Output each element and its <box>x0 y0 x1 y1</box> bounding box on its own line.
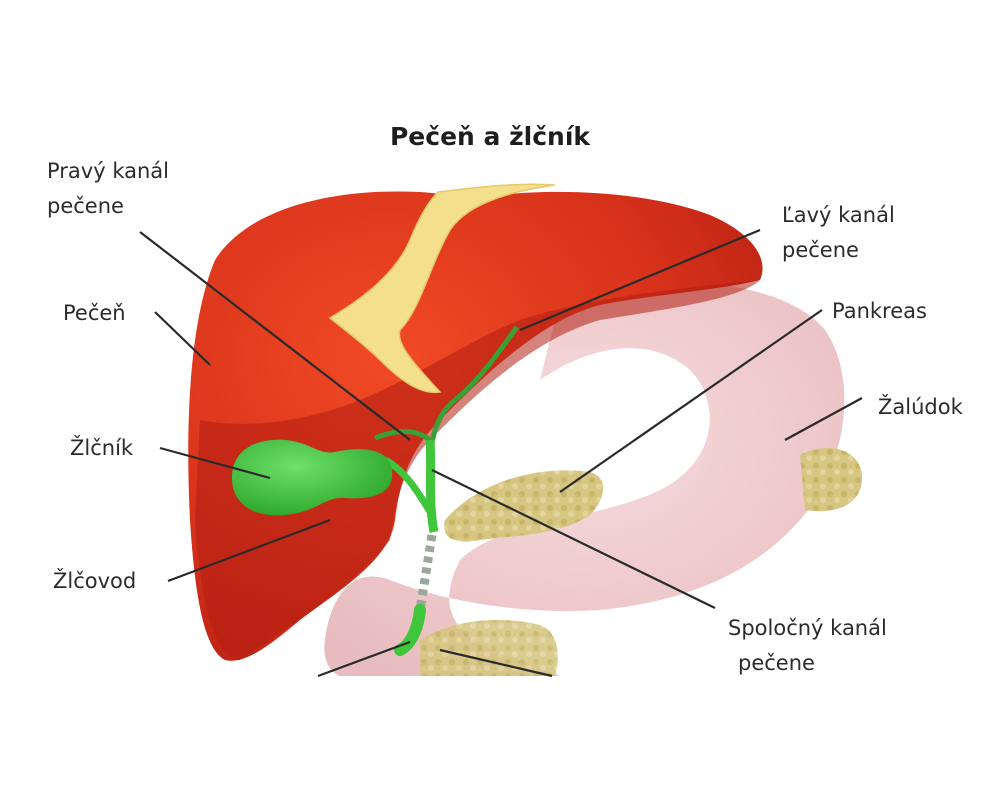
right-hepatic-duct-shape <box>374 429 432 443</box>
gallbladder-shape <box>232 439 393 516</box>
leader-bile-duct <box>167 518 331 583</box>
leader-stomach <box>784 397 863 441</box>
leader-liver <box>154 311 211 366</box>
label-common-hepatic-duct-2: pečene <box>738 651 815 675</box>
common-duct-shape <box>425 439 439 533</box>
label-stomach: Žalúdok <box>878 394 964 419</box>
cystic-duct-shape <box>383 456 436 517</box>
duodenum-shape <box>420 620 558 676</box>
label-liver: Pečeň <box>63 301 126 325</box>
leader-pancreas <box>559 309 823 493</box>
label-gallbladder: Žlčník <box>70 435 134 460</box>
bile-duct-hidden-shape <box>415 534 437 611</box>
leader-common-duct <box>431 469 716 609</box>
diagram-title: Pečeň a žlčník <box>390 122 591 151</box>
leader-left-hepatic-duct <box>519 228 761 332</box>
label-right-hepatic-duct-1: Pravý kanál <box>47 159 169 183</box>
leader-right-hepatic-duct <box>139 231 411 441</box>
label-right-hepatic-duct-2: pečene <box>47 194 124 218</box>
ligament-shape <box>328 183 556 394</box>
pancreas-tail-shape <box>800 448 862 512</box>
pancreas-shape <box>444 470 604 542</box>
leader-lower-left <box>317 640 411 678</box>
label-left-hepatic-duct-2: pečene <box>782 238 859 262</box>
label-common-hepatic-duct-1: Spoločný kanál <box>728 616 887 640</box>
duodenal-papilla-shape <box>394 604 426 656</box>
label-pancreas: Pankreas <box>832 299 927 323</box>
label-bile-duct: Žlčovod <box>53 568 136 593</box>
liver-underside-shape <box>195 280 760 660</box>
leader-gallbladder <box>159 446 271 480</box>
stomach-shape <box>324 281 845 676</box>
left-hepatic-duct-shape <box>427 325 520 461</box>
leader-lower-right <box>439 648 553 678</box>
label-left-hepatic-duct-1: Ľavý kanál <box>782 203 895 227</box>
